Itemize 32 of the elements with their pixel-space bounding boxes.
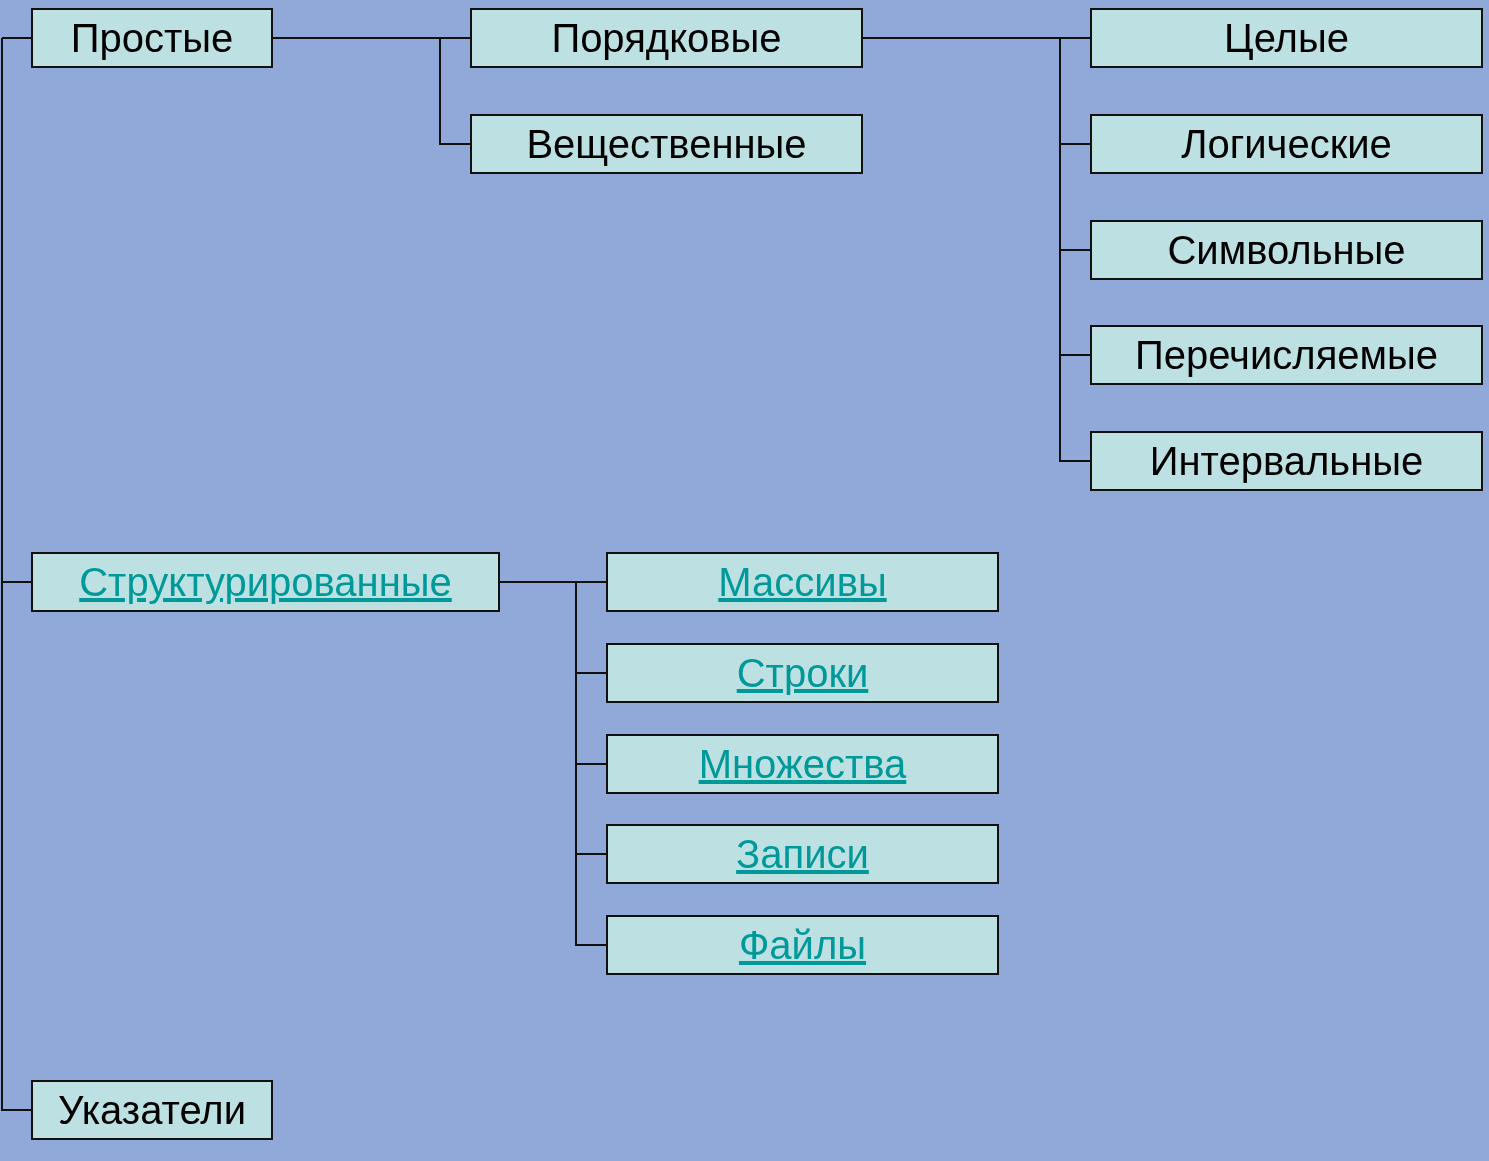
category-box (470, 8, 863, 68)
category-label: Символьные (1167, 230, 1406, 270)
category-label: Целые (1224, 18, 1349, 58)
category-box (1090, 431, 1483, 491)
category-box (606, 824, 999, 884)
category-box (31, 552, 500, 612)
connector-line (272, 37, 471, 145)
category-label: Логические (1181, 124, 1392, 164)
category-box (470, 114, 863, 174)
link-text: Структурированные (79, 562, 452, 602)
link-text: Массивы (718, 562, 887, 602)
category-box (606, 915, 999, 975)
category-box (606, 734, 999, 794)
category-box (1090, 325, 1483, 385)
connector-line (1, 37, 32, 39)
category-label: Порядковые (551, 18, 782, 58)
category-box (31, 1080, 273, 1140)
category-box (1090, 8, 1483, 68)
link-text: Записи (736, 834, 869, 874)
link-text: Множества (698, 744, 907, 784)
category-label: Интервальные (1149, 441, 1424, 481)
category-box (31, 8, 273, 68)
link-text: Файлы (738, 925, 867, 965)
category-label: Указатели (58, 1090, 246, 1130)
category-label: Перечисляемые (1134, 335, 1439, 375)
category-label: Вещественные (526, 124, 807, 164)
category-box (1090, 114, 1483, 174)
category-label: Простые (70, 18, 234, 58)
category-box (606, 643, 999, 703)
link-text: Строки (736, 653, 869, 693)
category-box (1090, 220, 1483, 280)
category-box (606, 552, 999, 612)
